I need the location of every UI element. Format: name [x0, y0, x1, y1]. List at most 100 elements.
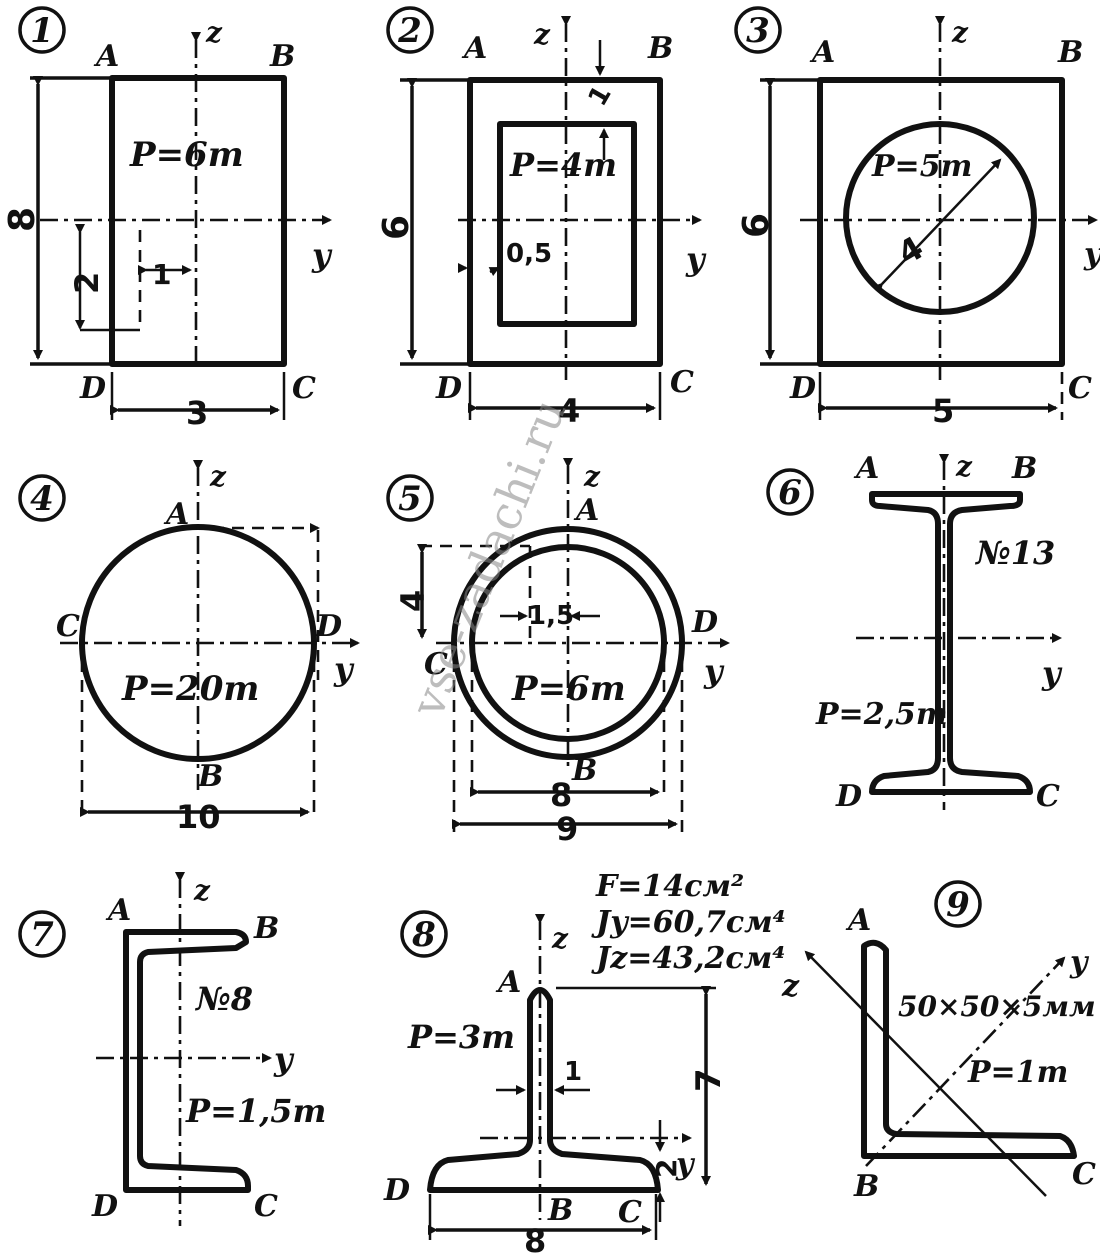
- axis-z-label: z: [209, 460, 227, 493]
- figure-number: 8: [411, 915, 436, 955]
- point-a: A: [845, 903, 871, 938]
- dim-width: 8: [524, 1222, 546, 1253]
- axis-z-label: z: [951, 16, 969, 49]
- dim-offset-y: 1: [152, 258, 171, 291]
- axis-y-label: y: [333, 650, 355, 688]
- point-d: D: [435, 371, 462, 406]
- axis-y-label: y: [273, 1040, 295, 1078]
- axis-y-label: y: [703, 652, 725, 690]
- point-b: B: [647, 31, 673, 66]
- load-label: P=2,5m: [815, 697, 948, 732]
- figure-7: 7 №8 P=1,5m A B C D z y: [18, 872, 326, 1226]
- point-c: C: [254, 1189, 278, 1224]
- point-c: C: [56, 609, 80, 644]
- figure-number: 6: [778, 473, 802, 513]
- axis-y-label: y: [675, 1147, 696, 1182]
- dim-diameter: 10: [176, 798, 221, 836]
- point-b: B: [253, 911, 279, 946]
- dim-height: 6: [376, 215, 417, 240]
- axis-y-label: y: [311, 236, 333, 274]
- point-a: A: [573, 493, 599, 528]
- i-beam-section: [869, 491, 1033, 795]
- axis-z-label: z: [193, 874, 211, 907]
- point-a: A: [93, 39, 119, 74]
- axis-y-label: y: [685, 240, 707, 278]
- point-c: C: [1068, 371, 1092, 406]
- point-a: A: [495, 965, 521, 1000]
- dim-height: 6: [736, 213, 777, 238]
- jy-label: Jy=60,7см⁴: [591, 905, 786, 940]
- dim-stem: 1: [564, 1057, 582, 1087]
- t-section: [427, 987, 661, 1193]
- jz-label: Jz=43,2см⁴: [591, 941, 785, 976]
- point-a: A: [853, 451, 879, 486]
- load-label: P=3m: [407, 1018, 515, 1056]
- figure-number: 9: [946, 885, 970, 925]
- figure-6: 6 №13 P=2,5m A B C D z y: [766, 450, 1063, 814]
- dim-height: 8: [2, 207, 43, 232]
- figure-number: 4: [30, 479, 54, 519]
- point-c: C: [292, 371, 316, 406]
- point-b: B: [571, 753, 597, 788]
- load-label: P=1m: [967, 1055, 1068, 1090]
- axis-y-label: y: [1083, 237, 1100, 272]
- profile-label: 50×50×5мм: [898, 990, 1096, 1023]
- point-d: D: [835, 779, 862, 814]
- z-axis: [804, 950, 1047, 1197]
- point-a: A: [461, 31, 487, 66]
- figure-number: 2: [397, 11, 422, 51]
- dim-offset: 4: [394, 590, 432, 612]
- dim-width: 3: [186, 394, 208, 432]
- figure-9: 9 y z 50×50×5мм P=1m A B C: [781, 880, 1096, 1204]
- point-c: C: [618, 1195, 642, 1230]
- dim-diameter: 4: [891, 229, 929, 273]
- load-label: P=20m: [121, 669, 259, 709]
- dim-wall: 1: [583, 81, 618, 112]
- axis-z-label: z: [205, 16, 223, 49]
- axis-z-label: z: [781, 969, 800, 1004]
- dim-offset-z: 2: [68, 272, 106, 294]
- load-label: P=4m: [509, 146, 617, 184]
- figure-5: 5 4 1,5 8 9 P=6m A B C D z y: [386, 458, 730, 848]
- profile-label: №13: [974, 534, 1055, 572]
- axis-z-label: z: [551, 922, 569, 955]
- figure-2: 2 6 P=4m 1 0,5 A B C D z y 4: [376, 6, 707, 430]
- figure-3: 3 6 4 P=5m A B C D z y 5: [734, 6, 1100, 430]
- point-b: B: [853, 1169, 879, 1204]
- channel-section: [123, 929, 251, 1193]
- point-b: B: [269, 39, 295, 74]
- point-c: C: [1072, 1157, 1096, 1192]
- axis-z-label: z: [955, 450, 973, 483]
- figure-number: 5: [398, 479, 422, 519]
- dim-flange: 2: [650, 1159, 683, 1178]
- dim-ecc: 1,5: [528, 601, 574, 631]
- axis-z-label: z: [533, 18, 551, 51]
- dim-width: 5: [932, 392, 954, 430]
- figure-number: 7: [30, 915, 54, 955]
- load-label: P=1,5m: [185, 1092, 326, 1130]
- figure-number: 3: [746, 11, 770, 51]
- point-c: C: [1036, 779, 1060, 814]
- figure-number-circle: [18, 6, 66, 54]
- dim-inner: 0,5: [506, 239, 552, 269]
- dim-height: 7: [689, 1068, 729, 1092]
- figure-4: 4 10 P=20m A B C D z y: [18, 460, 360, 836]
- area-label: F=14см²: [595, 869, 744, 904]
- point-a: A: [809, 35, 835, 70]
- axis-y-label: y: [1041, 654, 1063, 692]
- point-a: A: [163, 497, 189, 532]
- load-label: P=5m: [871, 149, 972, 184]
- dim-width: 4: [558, 392, 580, 430]
- y-axis: [865, 956, 1066, 1167]
- profile-label: №8: [194, 980, 253, 1018]
- figure-8: 8 F=14см² Jy=60,7см⁴ Jz=43,2см⁴ P=3m 1 7…: [383, 869, 786, 1253]
- point-c: C: [670, 365, 694, 400]
- axis-y-label: y: [1069, 945, 1090, 980]
- point-d: D: [789, 371, 816, 406]
- point-a: A: [105, 893, 131, 928]
- point-b: B: [1057, 35, 1083, 70]
- point-b: B: [1011, 451, 1037, 486]
- dim-outer: 9: [556, 810, 578, 848]
